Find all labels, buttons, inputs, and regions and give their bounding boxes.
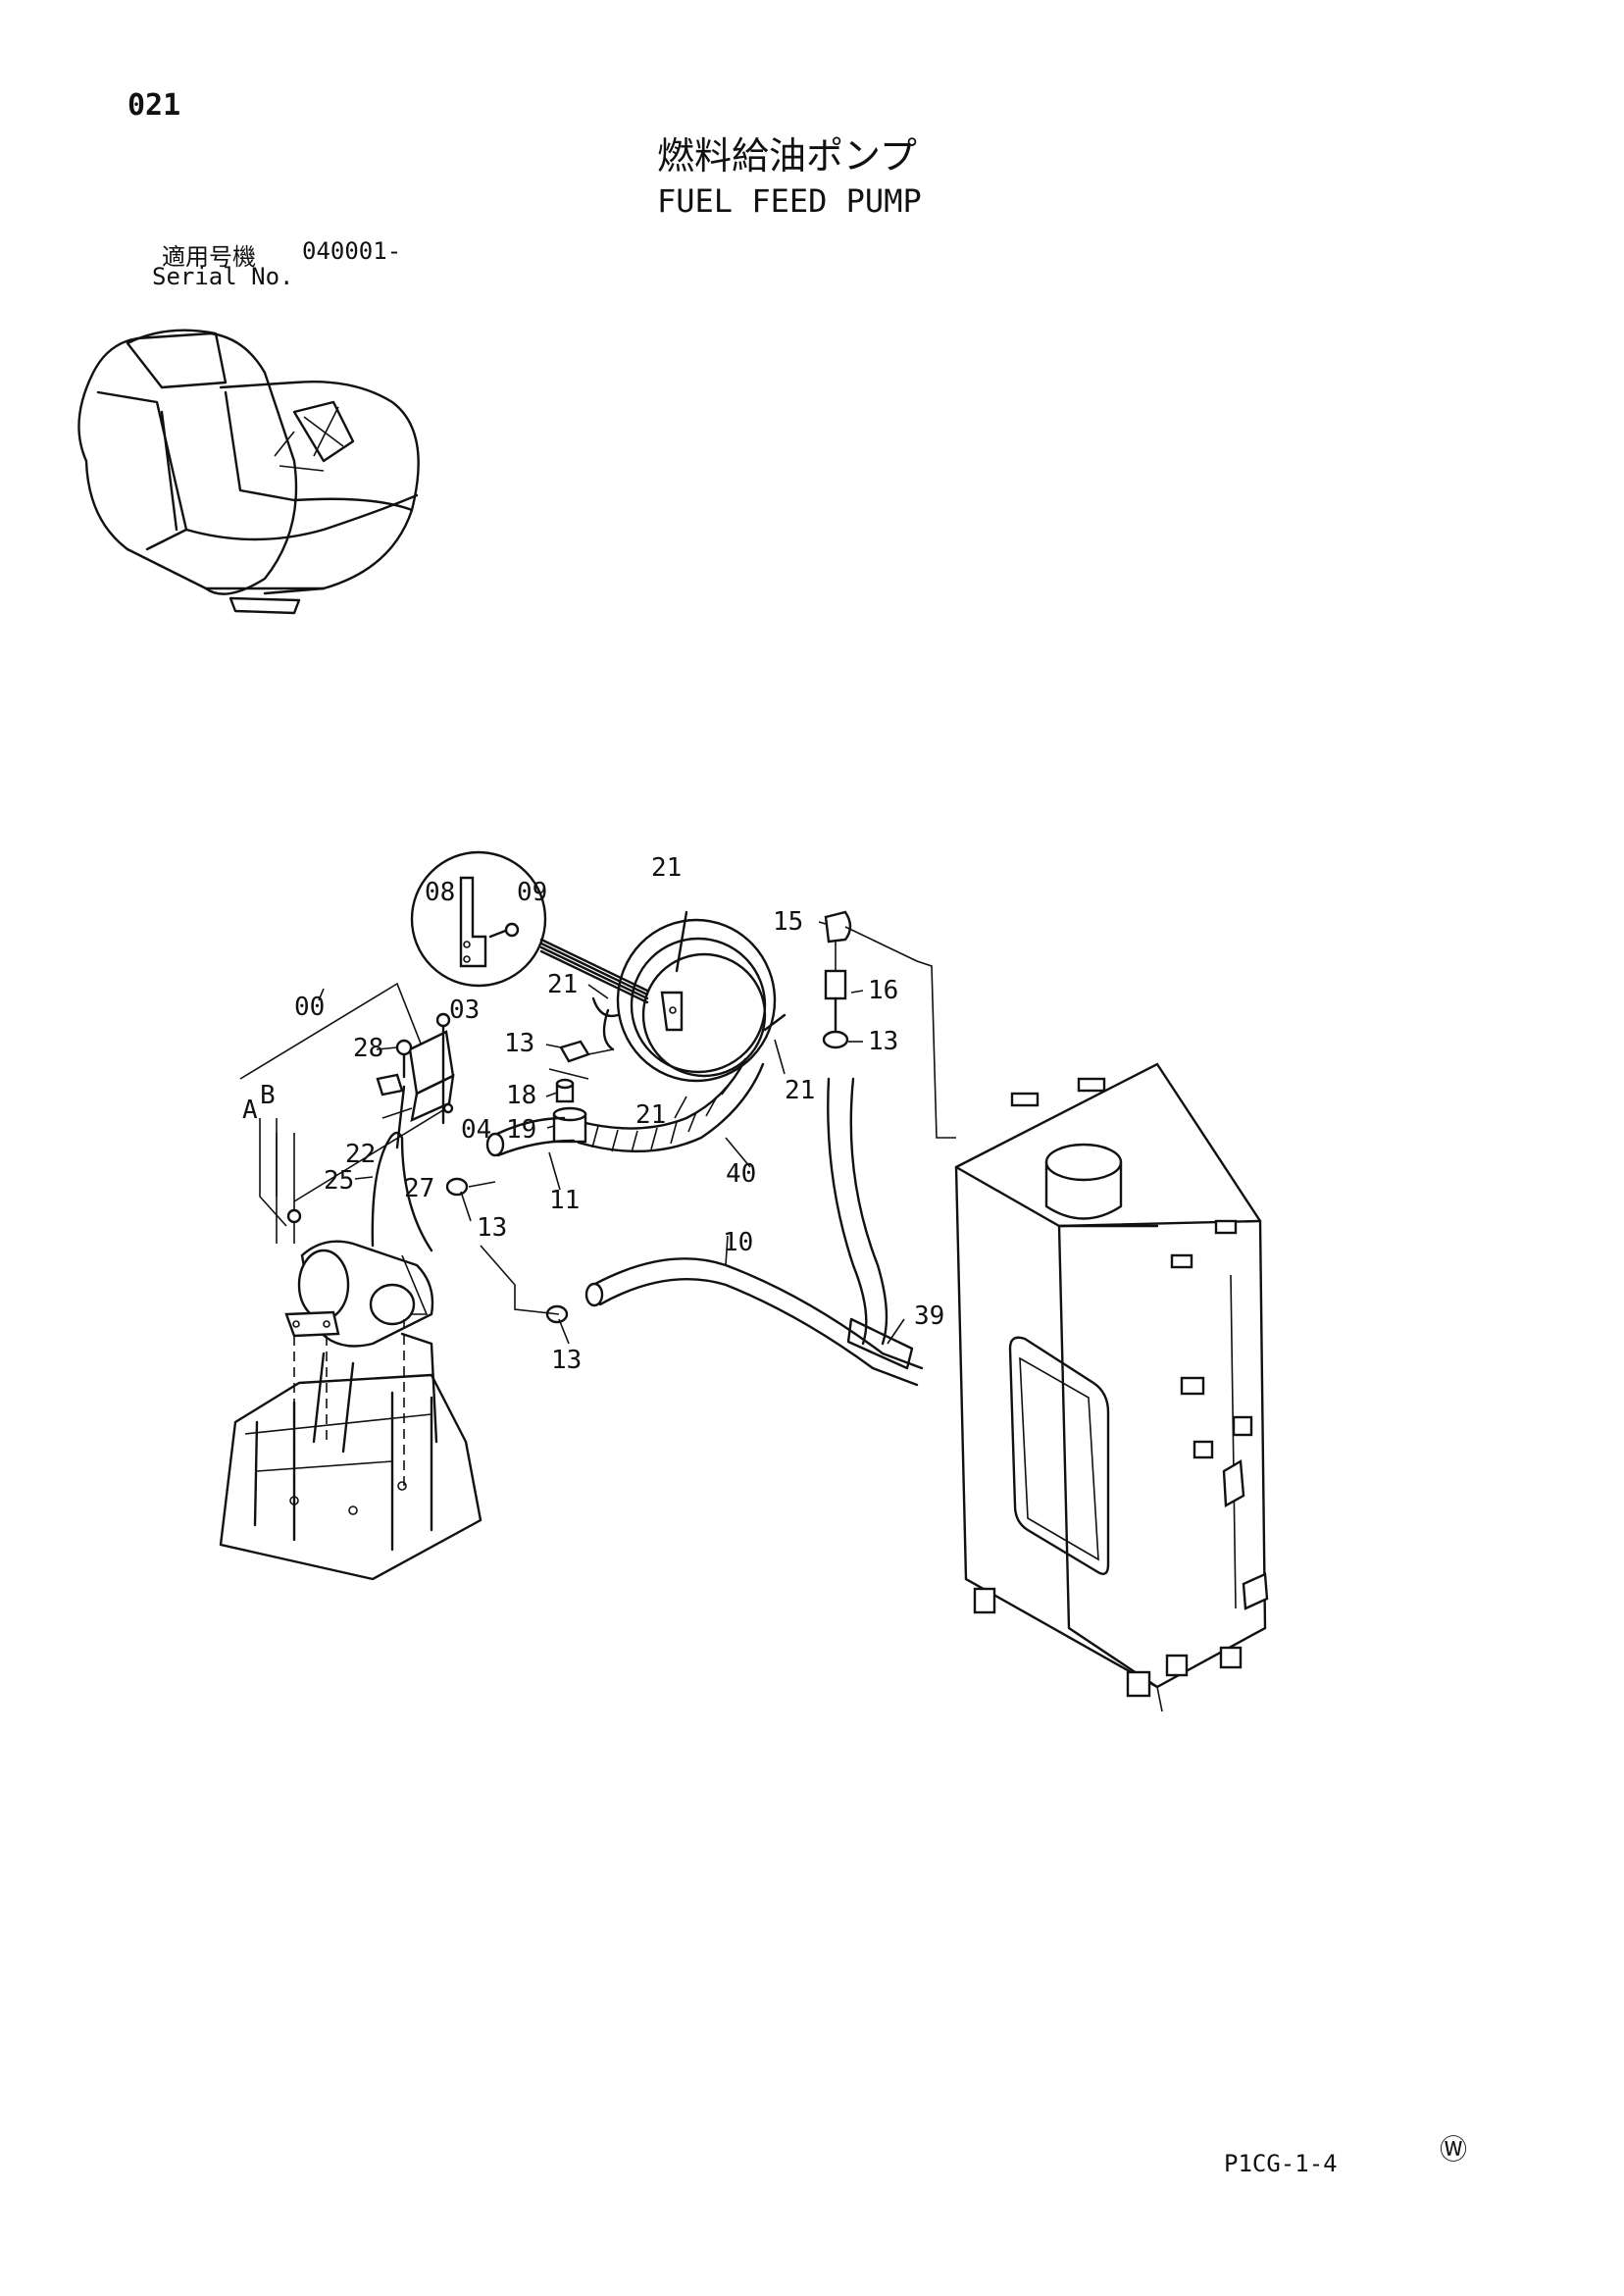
page-number: 021: [127, 88, 181, 123]
hose-11: [445, 1116, 576, 1197]
callout-13-middle: 13: [477, 1213, 507, 1243]
watermark-symbol: Ⓦ: [1440, 2133, 1468, 2166]
callout-08: 08: [425, 878, 455, 907]
callout-22: 22: [345, 1140, 376, 1169]
serial-value: 040001-: [302, 237, 402, 265]
callout-25: 25: [324, 1166, 354, 1196]
callout-leaders: [318, 921, 905, 1345]
callout-13-right: 13: [868, 1027, 898, 1056]
callout-03: 03: [449, 995, 480, 1025]
callout-21-left: 21: [547, 970, 578, 999]
callout-21-right: 21: [785, 1076, 815, 1105]
callout-18: 18: [506, 1081, 536, 1110]
page-title-en: FUEL FEED PUMP: [657, 182, 922, 220]
figure-code: P1CG-1-4: [1224, 2150, 1338, 2177]
callout-19: 19: [506, 1115, 536, 1145]
mounting-frame: [219, 1319, 482, 1581]
page-title-jp: 燃料給油ポンプ: [657, 134, 917, 178]
callout-09: 09: [517, 878, 547, 907]
excavator-thumbnail: [77, 329, 420, 615]
callout-04: 04: [461, 1115, 491, 1145]
fuel-pump: [276, 1131, 434, 1348]
fuel-tank: [954, 1062, 1269, 1712]
callout-40: 40: [726, 1159, 756, 1189]
callout-27: 27: [404, 1174, 434, 1203]
callout-15: 15: [773, 907, 803, 937]
hose-10: [545, 1257, 924, 1387]
callout-21-top: 21: [651, 853, 682, 883]
pump-bracket: [239, 982, 455, 1202]
suction-hose: [822, 910, 956, 1370]
serial-label-jp: 適用号機: [162, 243, 256, 271]
callout-16: 16: [868, 976, 898, 1005]
callout-21-bottom: 21: [635, 1100, 666, 1130]
callout-A: A: [242, 1096, 258, 1125]
callout-13-lower: 13: [551, 1346, 582, 1375]
hose-coil: [591, 910, 787, 1083]
hose-40: [572, 1057, 765, 1153]
callout-11: 11: [549, 1186, 580, 1215]
detail-circle: [410, 850, 649, 1004]
callout-B: B: [260, 1081, 276, 1110]
callout-13-upper: 13: [504, 1029, 534, 1058]
leader-lines: [259, 1118, 560, 1315]
serial-label-en: Serial No.: [152, 263, 294, 290]
callout-39: 39: [914, 1301, 944, 1331]
